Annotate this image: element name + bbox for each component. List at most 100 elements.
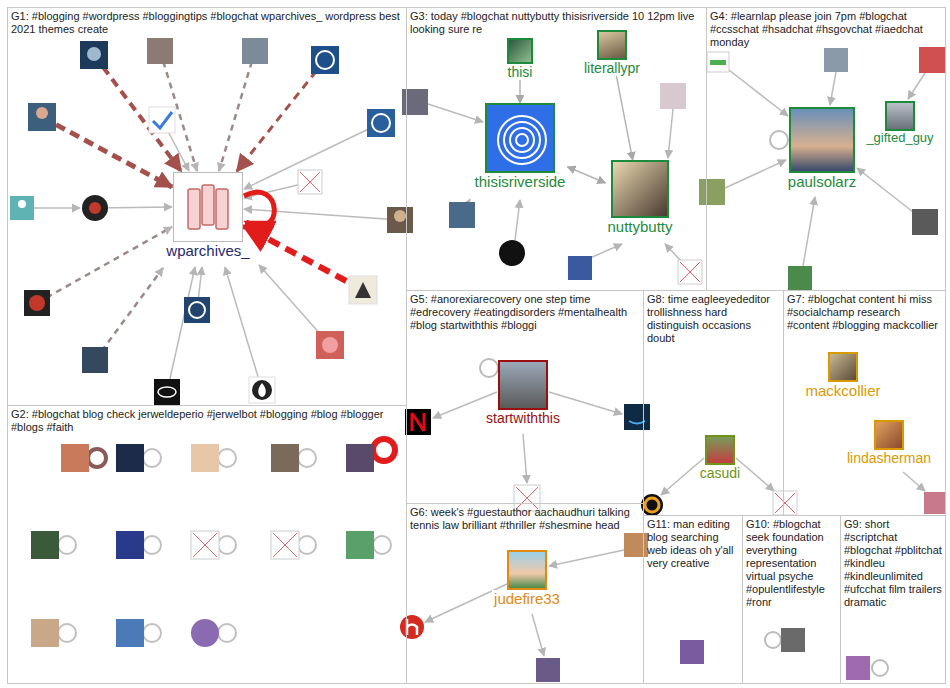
avatar-image [507, 550, 547, 590]
self-loop [244, 192, 274, 226]
vertex-label: nuttybutty [605, 218, 674, 235]
group-panel: G4: #learnlap please join 7pm #blogchat … [706, 7, 946, 291]
avatar-image [400, 615, 424, 639]
group-heading: G1: #blogging #wordpress #bloggingtips #… [8, 8, 406, 38]
edge-line [590, 244, 622, 258]
edge-connector [567, 167, 605, 183]
edge-line [95, 268, 163, 360]
group-heading: G5: #anorexiarecovery one step time #edr… [407, 291, 643, 334]
wordpress-logo [316, 51, 334, 69]
edge-line [532, 614, 544, 656]
avatar-image [31, 619, 59, 647]
edge-line [237, 60, 325, 171]
avatar-image [788, 266, 812, 290]
self-loop [298, 536, 316, 554]
archive-icon [174, 173, 243, 242]
avatar-image [781, 628, 805, 652]
self-loop [218, 536, 236, 554]
avatar-image [10, 196, 34, 220]
avatar-image [387, 207, 413, 233]
avatar-shape [355, 282, 371, 298]
group-panel: G1: #blogging #wordpress #bloggingtips #… [7, 7, 407, 406]
edge-line [428, 104, 483, 122]
group-panel: G7: #blogchat content hi miss #socialcha… [783, 290, 946, 516]
edge-line [665, 244, 682, 262]
self-loop [480, 359, 498, 377]
avatar-image [885, 101, 915, 131]
group-panel: G9: short #scriptchat #blogchat #pblitch… [840, 515, 946, 684]
edge-line [244, 226, 363, 290]
user-vertex: thisi [506, 38, 535, 80]
self-loop [298, 449, 316, 467]
avatar-image [705, 435, 735, 465]
archive-shape [216, 189, 228, 229]
avatar-image [311, 46, 339, 74]
group-panel: G6: week's #guestauthor aachaudhuri talk… [406, 503, 644, 684]
archive-shape [202, 185, 214, 225]
avatar-image [316, 331, 344, 359]
avatar-image [24, 290, 50, 316]
vertex-label: lindasherman [845, 450, 933, 466]
logo-ring [510, 128, 534, 152]
avatar-image [597, 30, 627, 60]
self-loop [58, 536, 76, 554]
prime-video-logo [624, 404, 650, 430]
edge-line [549, 550, 624, 566]
self-loop [218, 449, 236, 467]
self-loop [218, 624, 236, 642]
group-heading: G8: time eagleeyededitor trollishness ha… [644, 291, 783, 347]
self-loop [872, 660, 888, 676]
edge-line [668, 109, 673, 158]
avatar-image [828, 352, 858, 382]
avatar-shape [710, 60, 726, 65]
group-panel: G11: man editing blog searching web idea… [643, 515, 743, 684]
avatar-image [147, 38, 173, 64]
check-icon [153, 112, 172, 128]
avatar-image [846, 656, 870, 680]
group-panel: G5: #anorexiarecovery one step time #edr… [406, 290, 644, 504]
missing-cross [193, 533, 217, 557]
avatar-image [82, 347, 108, 373]
avatar-image [149, 107, 175, 133]
avatar-image [485, 103, 555, 173]
edge-line [729, 70, 788, 116]
avatar-image [499, 240, 525, 266]
edge-line [167, 267, 195, 392]
edge-line [830, 72, 836, 105]
avatar-image [707, 52, 729, 72]
group-heading: G2: #blogchat blog check jerweldeperio #… [8, 406, 406, 436]
edge-line [523, 434, 527, 483]
user-vertex: startwiththis [484, 360, 562, 426]
edge-line [908, 73, 925, 99]
missing-image [271, 531, 299, 559]
user-vertex: thisisriverside [473, 103, 568, 190]
group-heading: G3: today #blogchat nuttybutty thisisriv… [407, 8, 706, 38]
logo-ring [504, 122, 540, 158]
user-vertex: mackcollier [803, 352, 882, 399]
self-loop [143, 449, 161, 467]
avatar-mark [407, 619, 417, 635]
avatar-shape [158, 387, 176, 397]
user-vertex: literallypr [582, 30, 642, 76]
vertex-label: thisi [506, 64, 535, 80]
avatar-image [507, 38, 533, 64]
avatar-image [874, 420, 904, 450]
avatar-image [249, 377, 275, 403]
user-vertex: lindasherman [845, 420, 933, 466]
avatar-image [611, 160, 669, 218]
edge-line [225, 267, 262, 390]
self-loop [373, 439, 395, 461]
vertex-label: startwiththis [484, 410, 562, 426]
avatar-image [242, 38, 268, 64]
missing-image [298, 170, 322, 194]
edge-line [515, 200, 520, 240]
self-loop [373, 536, 391, 554]
self-loop [770, 131, 788, 149]
self-loop [765, 632, 781, 648]
avatar-image [80, 41, 108, 69]
avatar-image [680, 640, 704, 664]
wordpress-logo [372, 114, 390, 132]
edge-line [803, 197, 815, 266]
avatar-image [449, 202, 475, 228]
